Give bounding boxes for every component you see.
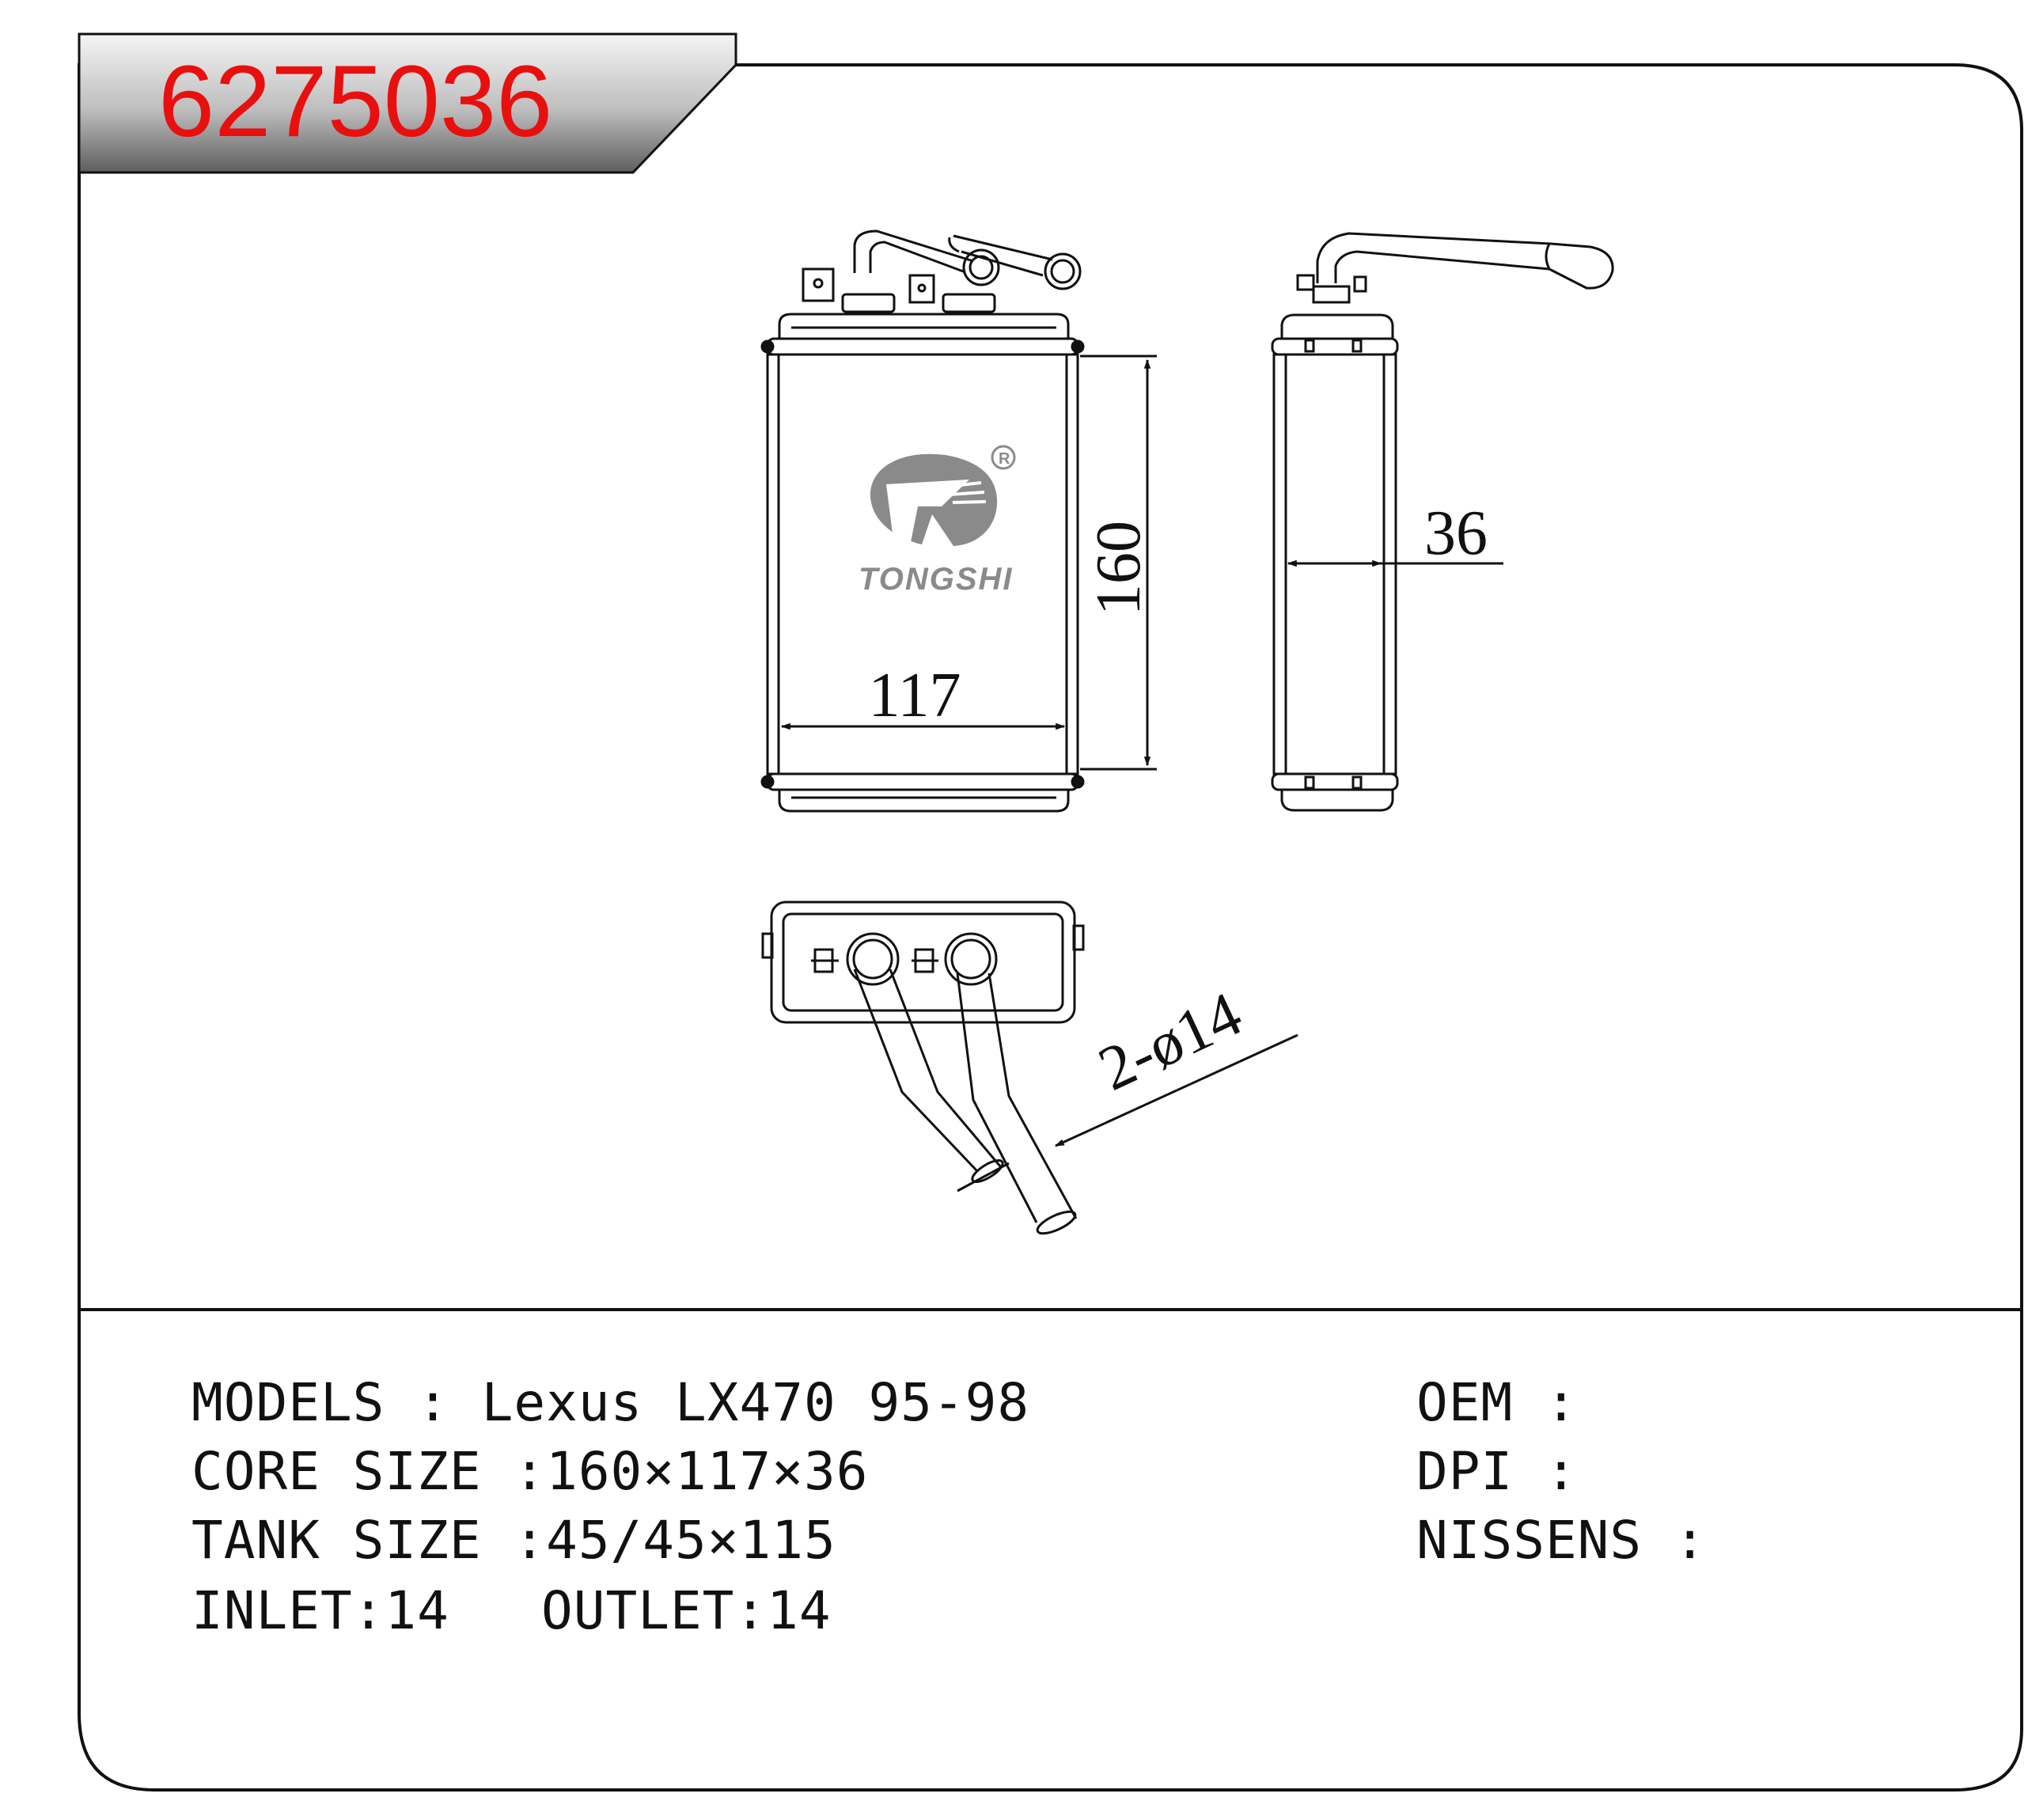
spec-tank-size: TANK SIZE :45/45×115 (191, 1510, 836, 1571)
spec-dpi: DPI : (1416, 1441, 1578, 1502)
part-number-banner: 6275036 (78, 32, 737, 174)
pipe-callout-label: 2-ø14 (1089, 979, 1252, 1105)
dimension-width-label: 117 (868, 661, 961, 730)
spec-models: MODELS : Lexus LX470 95-98 (191, 1372, 1030, 1433)
spec-core-size: CORE SIZE :160×117×36 (191, 1441, 869, 1502)
spec-outlet: OUTLET:14 (541, 1580, 832, 1641)
front-view (760, 229, 1085, 813)
brand-name: TONGSHI (859, 562, 1014, 597)
top-view (761, 901, 1085, 1235)
spec-nissens: NISSENS : (1416, 1510, 1707, 1571)
dimension-height-label: 160 (1084, 521, 1154, 616)
sheet-frame (78, 63, 2023, 1792)
tongshi-logo: R TONGSHI (859, 445, 1016, 597)
pipe-callout (1054, 1033, 1298, 1147)
registered-mark: R (999, 450, 1010, 468)
part-number: 6275036 (158, 45, 552, 158)
spec-inlet: INLET:14 (191, 1580, 449, 1641)
dimension-depth-label: 36 (1424, 499, 1488, 568)
dimension-height (1080, 355, 1157, 771)
spec-oem: OEM : (1416, 1372, 1578, 1433)
